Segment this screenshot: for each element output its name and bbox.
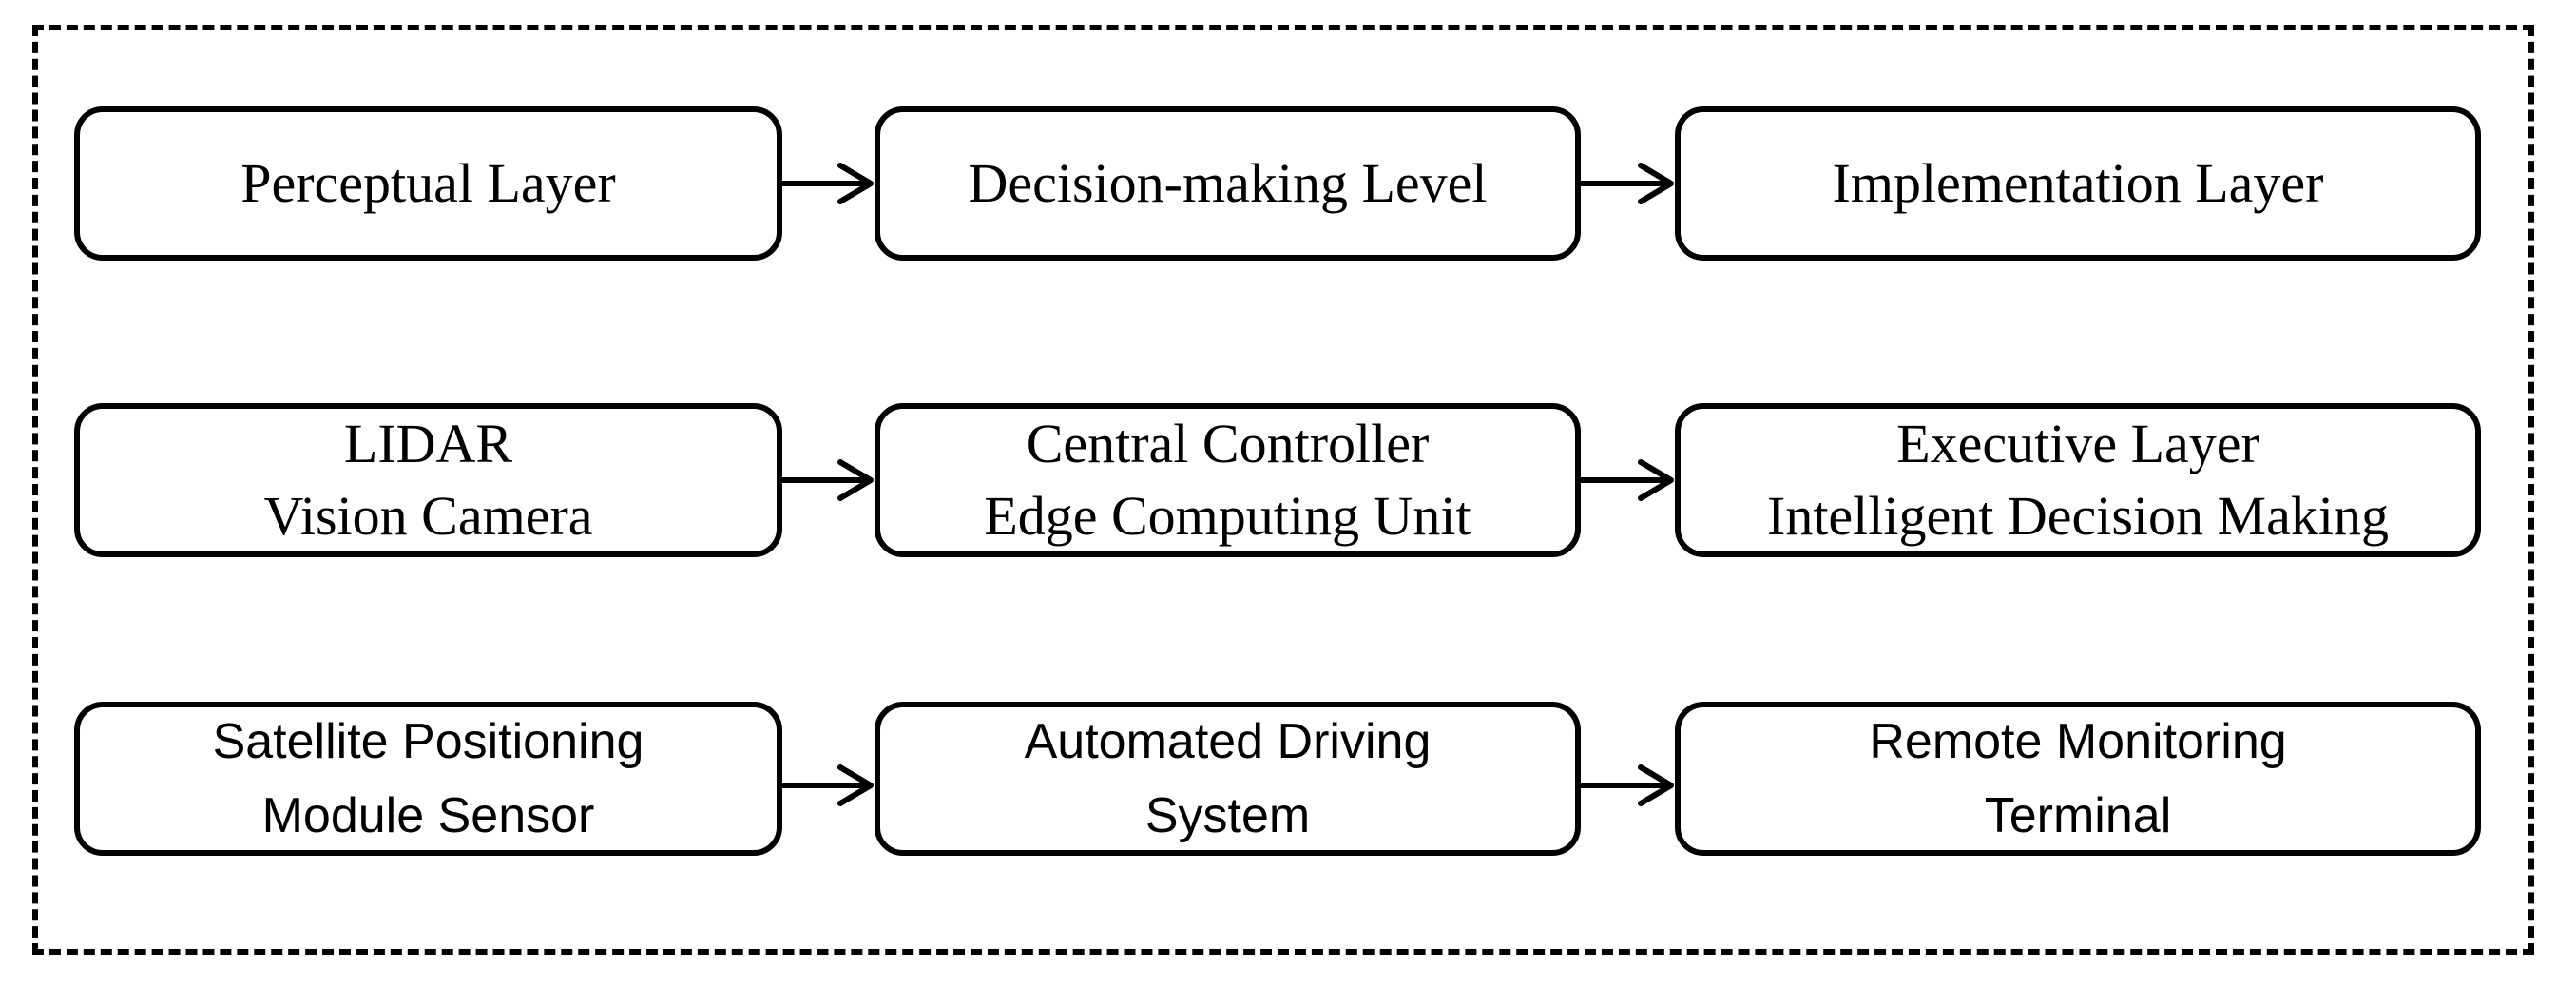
node-perceptual-layer: Perceptual Layer [74, 106, 782, 261]
node-label-line-1: Executive Layer [1896, 413, 2259, 474]
node-label: Perceptual Layer [240, 152, 616, 214]
node-label-line-1: Automated Driving [1024, 714, 1432, 769]
node-satellite-positioning: Satellite Positioning Module Sensor [74, 702, 782, 856]
node-label-line-2: System [1144, 788, 1311, 843]
node-label: Implementation Layer [1832, 152, 2324, 214]
node-label: Decision-making Level [968, 152, 1488, 214]
node-label-line-2: Module Sensor [261, 788, 595, 843]
node-remote-monitoring-terminal: Remote Monitoring Terminal [1675, 702, 2481, 856]
node-label-line-2: Intelligent Decision Making [1767, 485, 2389, 547]
node-implementation-layer: Implementation Layer [1675, 106, 2481, 261]
node-label-line-1: LIDAR [343, 413, 513, 474]
dashed-frame [32, 25, 2534, 955]
node-executive-layer: Executive Layer Intelligent Decision Mak… [1675, 403, 2481, 557]
node-label-line-2: Vision Camera [263, 485, 593, 547]
node-decision-making-level: Decision-making Level [875, 106, 1581, 261]
node-label-line-1: Satellite Positioning [212, 714, 644, 769]
node-lidar-vision-camera: LIDAR Vision Camera [74, 403, 782, 557]
node-automated-driving-system: Automated Driving System [875, 702, 1581, 856]
node-label-line-2: Edge Computing Unit [984, 485, 1471, 547]
node-label-line-1: Remote Monitoring [1869, 714, 2287, 769]
node-label-line-1: Central Controller [1026, 413, 1430, 474]
node-central-controller: Central Controller Edge Computing Unit [875, 403, 1581, 557]
node-label-line-2: Terminal [1984, 788, 2172, 843]
